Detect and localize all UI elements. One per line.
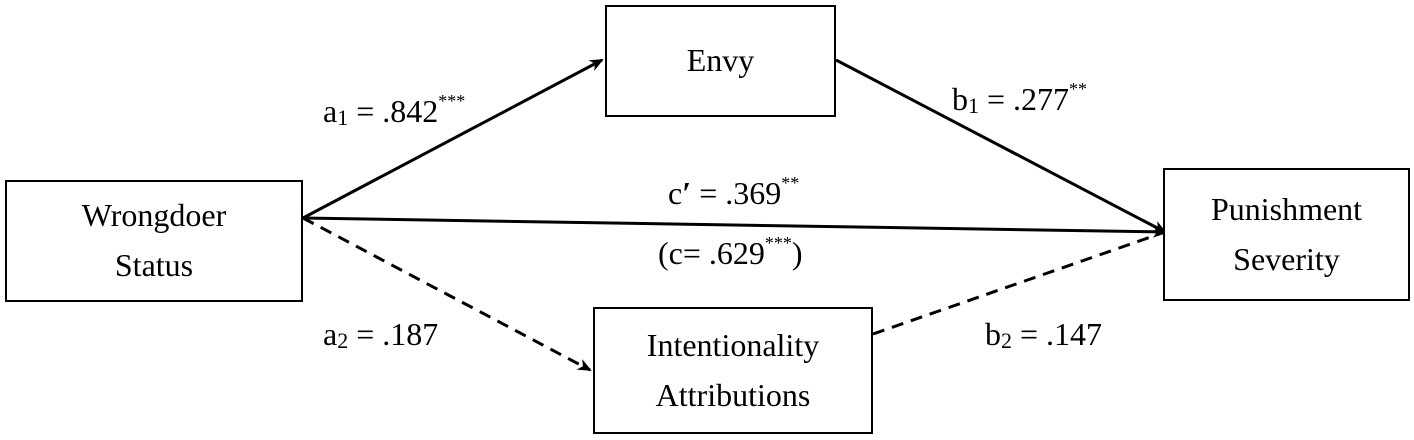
path-b1-stars: **: [1069, 79, 1088, 99]
node-wrongdoer-status-line1: Wrongdoer: [81, 197, 227, 234]
path-b1-symbol: b: [952, 81, 968, 117]
path-b2-subscript: 2: [1001, 328, 1012, 353]
path-a1-value: = .842: [348, 93, 439, 129]
node-punishment-severity: Punishment Severity: [1163, 168, 1410, 301]
node-punishment-severity-line1: Punishment: [1210, 190, 1363, 227]
path-a2-label: a2 = .187: [323, 316, 439, 353]
path-c-total-close: ): [791, 235, 803, 271]
node-wrongdoer-status: Wrongdoer Status: [5, 180, 303, 302]
path-b2-label: b2 = .147: [985, 316, 1103, 353]
path-c-total-open: (c= .629: [658, 235, 765, 271]
path-b1-arrow: [835, 58, 1167, 234]
path-b1-label: b1 = .277**: [952, 80, 1087, 118]
node-intentionality-attributions: Intentionality Attributions: [593, 307, 873, 434]
path-a1-subscript: 1: [337, 105, 349, 130]
path-b2-symbol: b: [985, 316, 1001, 352]
path-c-total-label: (c= .629***): [658, 234, 803, 271]
node-intentionality-line1: Intentionality: [646, 326, 820, 363]
path-a2-subscript: 2: [337, 328, 349, 353]
node-envy: Envy: [605, 5, 836, 117]
path-a1-arrow: [302, 58, 604, 220]
path-b2-value: = .147: [1012, 316, 1103, 352]
path-a2-symbol: a: [323, 316, 338, 352]
path-a2-value: = .187: [348, 316, 439, 352]
node-wrongdoer-status-line2: Status: [114, 247, 194, 283]
path-a1-label: a1 = .842***: [323, 92, 465, 130]
path-a1-symbol: a: [323, 93, 338, 129]
path-c-prime-stars: **: [781, 173, 800, 193]
path-c-prime-arrow: [302, 216, 1167, 238]
node-envy-label: Envy: [686, 42, 755, 79]
node-intentionality-line2: Attributions: [655, 376, 811, 413]
path-c-prime-mark: ′: [682, 175, 692, 211]
path-b1-value: = .277: [979, 81, 1070, 117]
path-c-prime-symbol: c: [668, 175, 683, 211]
path-b2-arrow: [872, 230, 1166, 336]
path-b1-subscript: 1: [968, 93, 979, 118]
path-c-prime-label: c′ = .369**: [668, 174, 799, 211]
path-c-total-stars: ***: [764, 233, 792, 253]
path-a1-stars: ***: [438, 91, 466, 111]
node-punishment-severity-line2: Severity: [1233, 240, 1340, 277]
path-c-prime-value: = .369: [691, 175, 782, 211]
path-a2-arrow: [302, 216, 592, 372]
